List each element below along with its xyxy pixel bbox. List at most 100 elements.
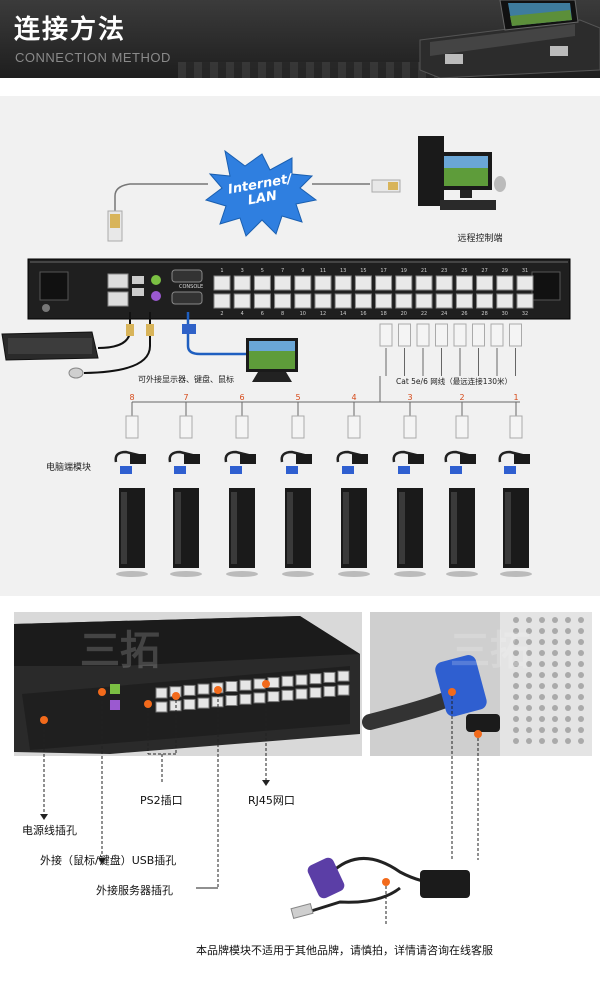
rj45-port-grid bbox=[213, 275, 534, 309]
rj45-port bbox=[395, 275, 413, 291]
rj45-port bbox=[295, 674, 308, 686]
server-unit: 8 bbox=[114, 393, 148, 577]
rj45-port bbox=[314, 275, 332, 291]
peripheral-label: 可外接显示器、键盘、鼠标 bbox=[138, 374, 234, 384]
rj45-port bbox=[239, 679, 252, 691]
rj45-port bbox=[183, 698, 196, 710]
rj45-port bbox=[294, 293, 312, 309]
rj45-port bbox=[233, 275, 251, 291]
server-unit: 1 bbox=[498, 393, 532, 577]
usb-annotation: 外接（鼠标/键盘）USB插孔 bbox=[40, 854, 177, 867]
usb-port-icon bbox=[132, 288, 144, 296]
rj45-plug-icon bbox=[371, 179, 401, 193]
vga-plug-icon bbox=[174, 466, 186, 474]
kvm-module-icon bbox=[240, 454, 256, 464]
rj45-port bbox=[197, 697, 210, 709]
vga-plug-icon bbox=[342, 466, 354, 474]
port-number: 5 bbox=[261, 268, 264, 274]
server-number: 3 bbox=[407, 393, 412, 402]
server-number: 4 bbox=[351, 393, 356, 402]
rj45-plug bbox=[509, 415, 523, 439]
rj45-port bbox=[309, 687, 322, 699]
port-number: 16 bbox=[360, 311, 366, 317]
server-number: 5 bbox=[295, 393, 300, 402]
rj45-port bbox=[323, 685, 336, 697]
rj45-port bbox=[415, 275, 433, 291]
rj45-port bbox=[375, 275, 393, 291]
diagram-svg: Internet/LAN 远程控制端 bbox=[1, 136, 571, 577]
server-unit: 5 bbox=[280, 393, 314, 577]
mouse-cable bbox=[83, 312, 151, 374]
rj45-port bbox=[274, 275, 292, 291]
ps2-port-icon bbox=[151, 291, 161, 301]
connection-diagram: Internet/LAN 远程控制端 bbox=[0, 96, 600, 596]
remote-pc-icon bbox=[418, 136, 506, 210]
vga-port-icon bbox=[171, 291, 203, 305]
rj45-port bbox=[183, 684, 196, 696]
watermark-text-2: 三拓 bbox=[450, 628, 530, 674]
rj45-port bbox=[476, 275, 494, 291]
rj45-port bbox=[225, 695, 238, 706]
cable-label: Cat 5e/6 网线（最远连接130米） bbox=[396, 376, 512, 386]
vga-plug-icon bbox=[230, 466, 242, 474]
rj45-port bbox=[323, 671, 336, 683]
mouse-icon bbox=[68, 367, 84, 379]
rj45-plug bbox=[416, 323, 430, 347]
rj45-port bbox=[281, 675, 294, 687]
monitor-icon bbox=[246, 338, 298, 382]
rj45-plug bbox=[179, 415, 193, 439]
photo-svg: 三拓 三拓 bbox=[14, 612, 592, 924]
kvm-module-icon bbox=[184, 454, 200, 464]
server-unit: 2 bbox=[444, 393, 478, 577]
rj45-plug bbox=[379, 323, 393, 347]
server-number: 8 bbox=[129, 393, 134, 402]
port-number: 17 bbox=[380, 268, 386, 274]
rj45-port bbox=[415, 293, 433, 309]
rack-kvm-drawer-image bbox=[419, 0, 600, 78]
port-number: 30 bbox=[502, 311, 508, 317]
port-number: 32 bbox=[522, 311, 528, 317]
port-number: 12 bbox=[320, 311, 326, 317]
rj45-port bbox=[476, 293, 494, 309]
power-socket-icon bbox=[39, 271, 69, 301]
port-number: 28 bbox=[481, 311, 487, 317]
kvm-module-cable-icon bbox=[290, 857, 470, 924]
ps2-annotation: PS2插口 bbox=[140, 794, 183, 807]
rj45-port bbox=[281, 689, 294, 701]
rj45-port bbox=[435, 293, 453, 309]
rj45-port bbox=[233, 293, 251, 309]
port-number: 25 bbox=[461, 268, 467, 274]
port-number: 15 bbox=[360, 268, 366, 274]
notice-text: 本品牌模块不适用于其他品牌，请慎拍，详情请咨询在线客服 bbox=[196, 944, 493, 957]
vga-plug-icon bbox=[398, 466, 410, 474]
port-number: 29 bbox=[502, 268, 508, 274]
cable-left bbox=[114, 183, 208, 211]
port-number: 19 bbox=[401, 268, 407, 274]
rj45-port bbox=[239, 693, 252, 705]
server-unit: 3 bbox=[392, 393, 426, 577]
rj45-port bbox=[337, 684, 350, 696]
port-number: 14 bbox=[340, 311, 346, 317]
rj45-port bbox=[435, 275, 453, 291]
port-number: 11 bbox=[320, 268, 326, 274]
port-number: 8 bbox=[281, 311, 284, 317]
rj45-annotation: RJ45网口 bbox=[248, 794, 295, 807]
console-label: CONSOLE bbox=[179, 284, 203, 290]
kvm-module-icon bbox=[130, 454, 146, 464]
rj45-port bbox=[197, 683, 210, 695]
port-number: 27 bbox=[481, 268, 487, 274]
vga-cable bbox=[186, 312, 246, 356]
rj45-plug bbox=[509, 323, 522, 347]
rj45-port bbox=[213, 293, 231, 309]
rj45-port bbox=[267, 691, 280, 703]
rj45-port bbox=[253, 275, 271, 291]
rj45-plug-icon bbox=[107, 210, 123, 242]
vga-plug-icon bbox=[182, 324, 196, 334]
kvm-module-icon bbox=[460, 454, 476, 464]
annotation-lines bbox=[43, 688, 479, 888]
vga-port-icon bbox=[171, 269, 203, 283]
rj45-port bbox=[496, 275, 514, 291]
rj45-port bbox=[455, 293, 473, 309]
usb-plug-icon bbox=[146, 324, 154, 336]
